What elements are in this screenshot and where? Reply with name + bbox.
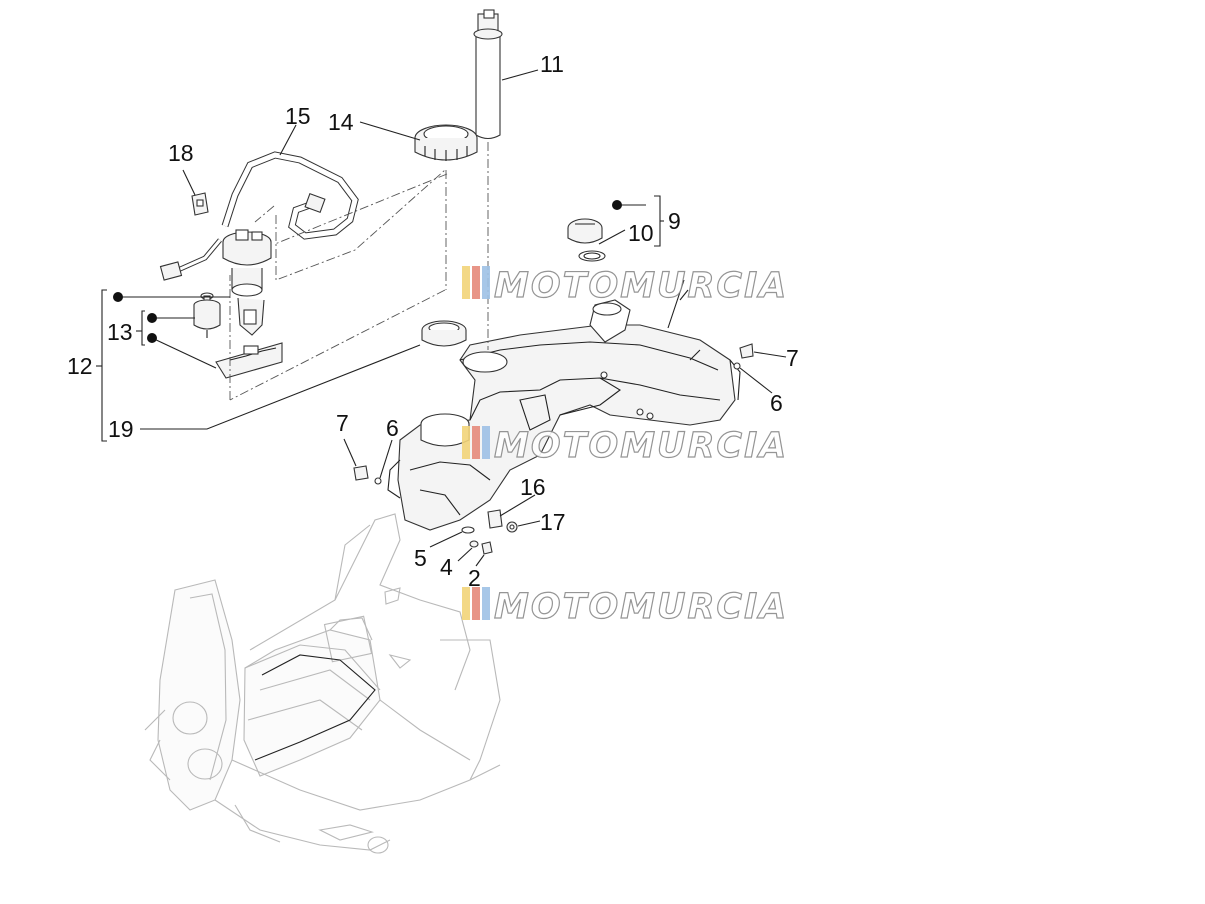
- fuel-pump-assembly: [222, 229, 272, 336]
- assembly-axis-lines: [229, 142, 489, 401]
- callout-16: 16: [520, 474, 546, 500]
- watermark-stripe: [462, 426, 470, 459]
- watermark-stripe: [462, 266, 470, 299]
- watermark-2: MOTOMURCIA: [462, 425, 788, 467]
- watermark-stripe: [462, 587, 470, 620]
- fuel-filler-cap: [567, 218, 603, 244]
- callout-18: 18: [168, 140, 194, 166]
- leader-lines: [96, 69, 787, 567]
- callout-numbers: 11 14 15 18 9 10 13 12 19 7 6 7 6 16 17 …: [67, 51, 799, 591]
- callout-7-right: 7: [786, 345, 799, 371]
- callout-17: 17: [540, 509, 566, 535]
- watermark-text: MOTOMURCIA: [494, 587, 788, 627]
- watermark-3: MOTOMURCIA: [462, 586, 788, 628]
- callout-14: 14: [328, 109, 354, 135]
- filler-cap-seal: [578, 250, 606, 262]
- callout-9: 9: [668, 208, 681, 234]
- callout-12: 12: [67, 353, 93, 379]
- callout-11: 11: [540, 51, 564, 77]
- watermark-text: MOTOMURCIA: [494, 426, 788, 466]
- watermark-stripe: [482, 266, 490, 299]
- pre-filter: [215, 342, 283, 379]
- callout-4: 4: [440, 554, 453, 580]
- watermark-stripe: [472, 426, 480, 459]
- callout-dot: [612, 200, 622, 210]
- fuel-tank: [387, 289, 741, 531]
- callout-6-left: 6: [386, 415, 399, 441]
- callout-15: 15: [285, 103, 311, 129]
- watermark-stripe: [472, 587, 480, 620]
- watermark-stripe: [482, 587, 490, 620]
- fuel-level-sensor: [473, 9, 503, 140]
- watermark-text: MOTOMURCIA: [494, 266, 788, 306]
- callout-13: 13: [107, 319, 133, 345]
- pump-ring-nut: [414, 124, 478, 161]
- callout-5: 5: [414, 545, 427, 571]
- fuel-filter: [193, 292, 221, 338]
- scooter-frame: [144, 513, 501, 854]
- hardware-parts: [353, 343, 754, 555]
- clip: [191, 192, 209, 216]
- watermark-stripe: [472, 266, 480, 299]
- watermark-stripe: [482, 426, 490, 459]
- fuel-pipe: [159, 151, 359, 281]
- callout-7-left: 7: [336, 410, 349, 436]
- callout-dot: [147, 313, 157, 323]
- callout-dot: [113, 292, 123, 302]
- callout-10: 10: [628, 220, 654, 246]
- watermark-1: MOTOMURCIA: [462, 265, 788, 307]
- callout-6-right: 6: [770, 390, 783, 416]
- callout-2: 2: [468, 565, 481, 591]
- tank-seal-ring: [421, 320, 467, 347]
- callout-19: 19: [108, 416, 134, 442]
- callout-dot: [147, 333, 157, 343]
